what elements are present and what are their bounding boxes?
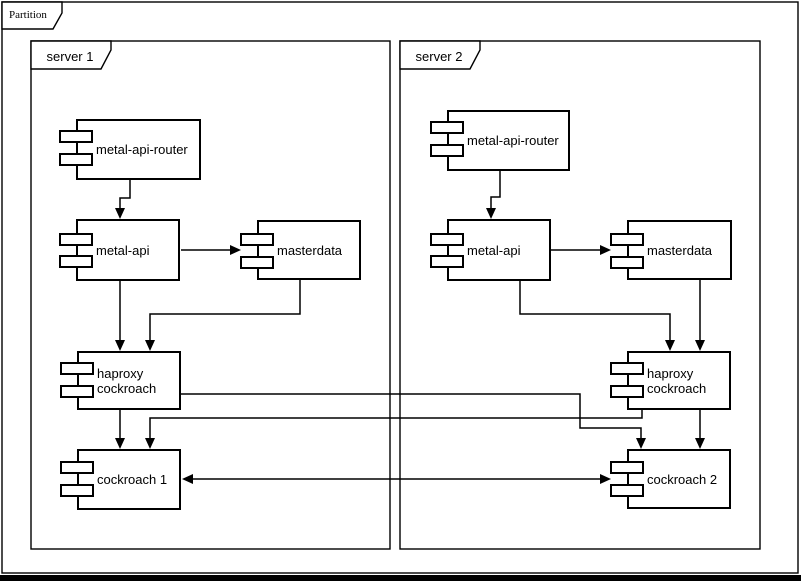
component-port-icon	[60, 385, 94, 398]
component-port-icon	[59, 255, 93, 268]
component-label: cockroach 2	[647, 471, 718, 487]
component-label: haproxy cockroach	[647, 365, 707, 396]
arrow-down-icon	[115, 438, 125, 449]
arrow-down-icon	[695, 340, 705, 351]
server2-label: server 2	[415, 49, 463, 64]
arrow-down-icon	[145, 340, 155, 351]
component-haproxy-cockroach-s1[interactable]: haproxy cockroach	[60, 351, 181, 410]
component-port-icon	[610, 461, 644, 474]
edge-s1-haproxy-cockroach2	[181, 393, 642, 445]
arrow-down-icon	[636, 438, 646, 449]
arrow-right-icon	[230, 245, 241, 255]
server1-frame[interactable]	[30, 40, 391, 550]
partition-name-tab	[1, 1, 63, 30]
component-label: metal-api-router	[96, 142, 188, 157]
component-label: metal-api	[467, 242, 521, 258]
arrow-down-icon	[486, 208, 496, 219]
arrow-down-icon	[695, 438, 705, 449]
edge-s2-router-api	[490, 171, 501, 216]
component-cockroach-1[interactable]: cockroach 1	[60, 449, 181, 510]
component-port-icon	[60, 461, 94, 474]
arrow-down-icon	[665, 340, 675, 351]
connectors	[119, 171, 701, 480]
server1-label: server 1	[46, 49, 94, 64]
arrow-down-icon	[115, 340, 125, 351]
component-port-icon	[240, 233, 274, 246]
arrowheads	[115, 208, 705, 484]
server2-frame[interactable]	[399, 40, 761, 550]
edge-s1-masterdata-haproxy	[149, 280, 301, 347]
component-port-icon	[59, 233, 93, 246]
component-port-icon	[610, 256, 644, 269]
component-port-icon	[610, 385, 644, 398]
arrow-right-icon	[600, 474, 611, 484]
edge-s2-haproxy-cockroach1	[149, 409, 643, 445]
component-port-icon	[60, 484, 94, 497]
component-port-icon	[60, 362, 94, 375]
arrow-down-icon	[145, 438, 155, 449]
component-label: metal-api	[96, 242, 150, 258]
component-metal-api-router-s2[interactable]: metal-api-router	[430, 110, 570, 171]
component-metal-api-s1[interactable]: metal-api	[59, 219, 180, 281]
window-bottom-edge	[0, 575, 801, 581]
edge-s1-router-api	[119, 180, 131, 216]
component-haproxy-cockroach-s2[interactable]: haproxy cockroach	[610, 351, 731, 410]
arrow-right-icon	[600, 245, 611, 255]
component-port-icon	[610, 233, 644, 246]
server1-name-tab	[30, 40, 112, 70]
component-port-icon	[59, 153, 93, 166]
component-port-icon	[430, 255, 464, 268]
arrow-left-icon	[182, 474, 193, 484]
component-port-icon	[610, 362, 644, 375]
component-label: cockroach 1	[97, 472, 168, 487]
component-label: masterdata	[647, 242, 713, 258]
component-metal-api-s2[interactable]: metal-api	[430, 219, 551, 281]
component-masterdata-s1[interactable]: masterdata	[240, 220, 361, 280]
component-label: metal-api-router	[467, 133, 559, 148]
component-label: masterdata	[277, 242, 343, 258]
server2-name-tab	[399, 40, 481, 70]
component-port-icon	[59, 130, 93, 143]
component-metal-api-router-s1[interactable]: metal-api-router	[59, 119, 201, 180]
component-port-icon	[610, 484, 644, 497]
component-label: haproxy cockroach	[97, 365, 157, 396]
component-port-icon	[240, 256, 274, 269]
arrow-down-icon	[115, 208, 125, 219]
component-port-icon	[430, 144, 464, 157]
component-port-icon	[430, 121, 464, 134]
edge-s2-api-haproxy	[519, 281, 671, 347]
component-port-icon	[430, 233, 464, 246]
component-cockroach-2[interactable]: cockroach 2	[610, 449, 731, 509]
component-masterdata-s2[interactable]: masterdata	[610, 220, 732, 280]
partition-label: Partition	[9, 9, 47, 21]
